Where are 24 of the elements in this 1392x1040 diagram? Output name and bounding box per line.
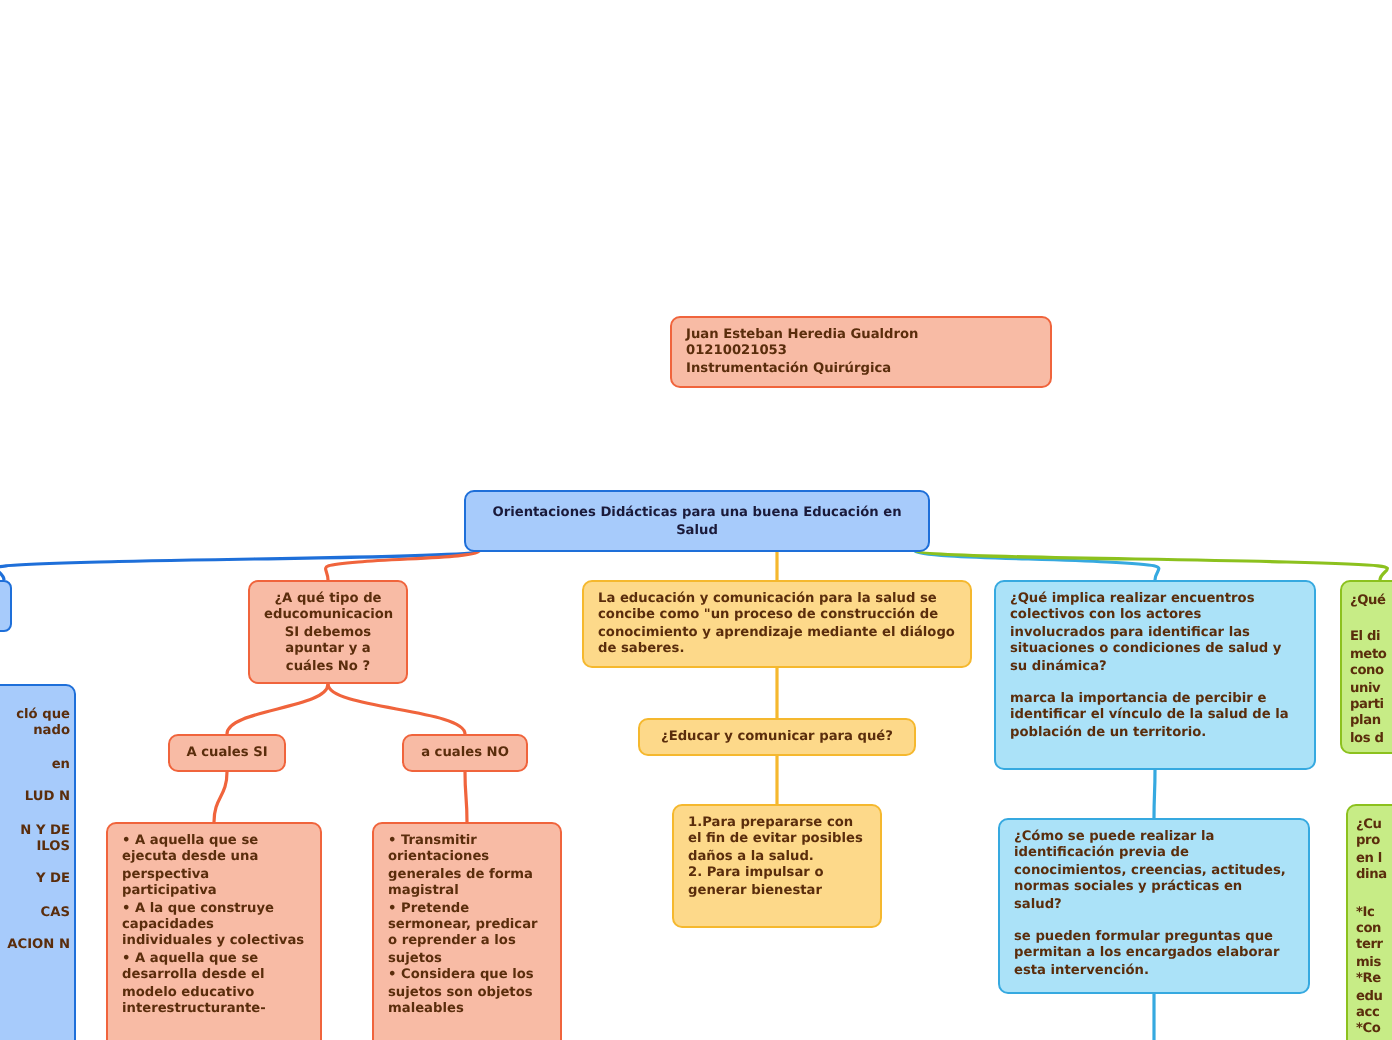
connector-line [775,756,779,804]
connector-line [324,548,482,581]
topic-box [672,804,882,928]
connector-line [1152,770,1157,818]
topic-box [994,580,1316,770]
connector-line [463,772,469,822]
connector-line [913,548,1388,581]
connector-line [913,548,1161,581]
topic-box [638,718,916,756]
topic-box [670,316,1052,388]
topic-box [998,818,1310,994]
connector-line [326,683,467,735]
topic-box [106,822,322,1040]
connector-line [775,550,779,580]
connector-line [225,683,330,735]
topic-box [402,734,528,772]
connector-line [1152,994,1156,1040]
topic-box [372,822,562,1040]
connector-line [775,668,779,718]
topic-box [464,490,930,552]
topic-box [168,734,286,772]
connector-line [212,771,229,823]
topic-box [248,580,408,684]
topic-box [582,580,972,668]
